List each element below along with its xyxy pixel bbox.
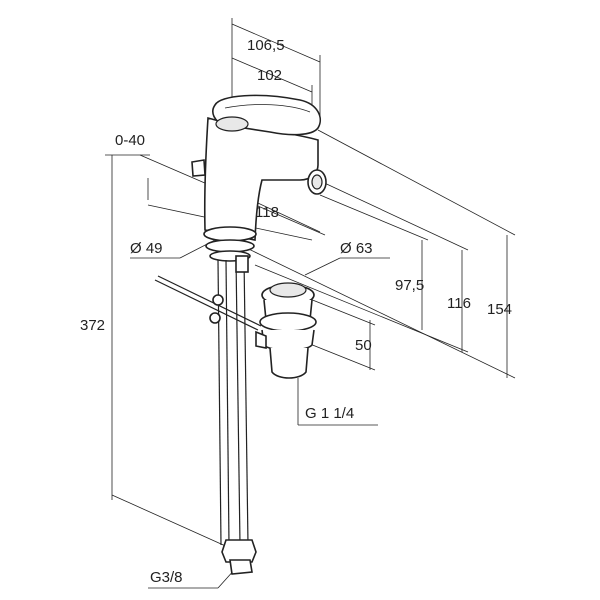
dim-spout-reach: 118 <box>255 204 279 221</box>
dimension-lines <box>105 18 516 589</box>
dim-height-outlet: 116 <box>447 295 471 312</box>
dim-waste-height: 50 <box>355 337 372 354</box>
dim-waste-diameter: Ø 63 <box>340 240 373 257</box>
dim-hose-thread: G3/8 <box>150 569 183 586</box>
dim-base-diameter: Ø 49 <box>130 240 163 257</box>
dim-hose-length: 372 <box>80 317 105 334</box>
waste-valve <box>255 282 317 379</box>
dim-offset-range: 0-40 <box>115 132 145 149</box>
dimension-labels: 106,5 102 0-40 118 Ø 49 Ø 63 97,5 116 15… <box>80 37 512 586</box>
mixer-body <box>191 94 327 262</box>
dim-height-spout: 97,5 <box>395 277 424 294</box>
supply-hoses <box>217 255 257 575</box>
dim-height-total: 154 <box>487 301 512 318</box>
dim-width-outer: 106,5 <box>247 37 285 54</box>
dim-waste-thread: G 1 1/4 <box>305 405 354 422</box>
dim-width-inner: 102 <box>257 67 282 84</box>
pull-rod <box>154 275 262 331</box>
